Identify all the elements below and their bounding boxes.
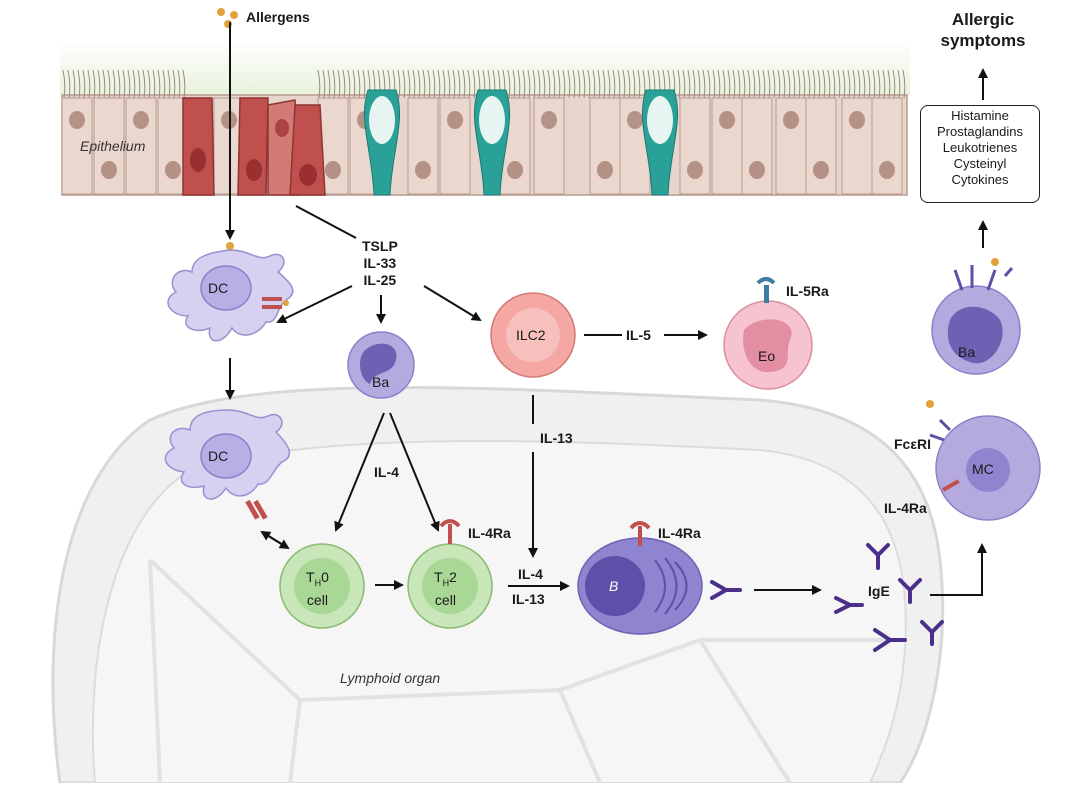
epithelial-cell [407,97,439,195]
epithelial-nucleus [813,161,829,179]
th0-cell-word: cell [306,591,328,608]
alarmin-il33: IL-33 [363,255,397,271]
goblet-mucus [647,96,673,144]
epithelial-cell [679,97,711,195]
mediator-item: Histamine [951,108,1009,123]
lymphoid-organ-label: Lymphoid organ [340,670,441,686]
mediator-item: Cytokines [951,172,1009,187]
epithelial-cell [805,97,837,195]
epithelial-nucleus [749,161,765,179]
epithelial-cell [871,97,903,195]
epithelial-cell [61,97,93,195]
ige-antibodies [710,543,944,652]
il4ra-b-label: IL-4Ra [658,525,701,541]
mediator-item: Cysteinyl [953,156,1007,171]
symptoms-line1: Allergic [951,10,1015,29]
ilc2-cell [490,292,576,378]
eosinophil [723,277,813,390]
dc-label-bottom: DC [208,448,229,464]
epithelial-nucleus [541,111,557,129]
il4ra-th2-label: IL-4Ra [468,525,511,541]
ige-label: IgE [868,583,890,599]
th0-cell [279,543,365,629]
il13-b-label: IL-13 [512,591,545,607]
epithelial-nucleus [879,161,895,179]
il4ra-mc-label: IL-4Ra [884,500,927,516]
t-letter: T [434,569,443,585]
lymphoid-organ [51,386,945,785]
mediator-item: Prostaglandins [937,124,1023,139]
th2-cell [407,519,493,629]
goblet-mucus [369,96,395,144]
ilc2-label: ILC2 [516,327,546,343]
mediator-item: Leukotrienes [942,140,1018,155]
alarmin-il25: IL-25 [363,272,397,288]
th0-label: TH0 cell [306,569,329,609]
allergens-label: Allergens [246,9,310,25]
il5-label: IL-5 [626,327,651,343]
eosinophil-label: Eo [758,348,776,364]
epithelial-nucleus [447,111,463,129]
epithelial-nucleus [325,161,341,179]
epithelial-nucleus [597,161,613,179]
epithelium-label: Epithelium [80,138,146,154]
symptoms-line2: symptoms [940,31,1026,50]
goblet-mucus [479,96,505,144]
symptoms-title: Allergic symptoms [920,9,1046,51]
mediators-box: Histamine Prostaglandins Leukotrienes Cy… [920,105,1040,203]
epithelial-nucleus [69,111,85,129]
dc-label-top: DC [208,280,229,296]
epithelial-nucleus [783,111,799,129]
fceri-label: FcεRI [894,436,931,452]
epithelial-nucleus [507,161,523,179]
epithelial-nucleus [415,161,431,179]
activated-basophil [931,258,1021,375]
t-letter: T [306,569,315,585]
il13-label: IL-13 [540,430,573,446]
basophil-label: Ba [372,374,390,390]
cilia [62,69,906,99]
il4-label: IL-4 [374,464,399,480]
epithelial-nucleus [627,111,643,129]
alarmins-label: TSLP IL-33 IL-25 [362,238,398,289]
arrows [225,22,988,596]
alarmin-tslp: TSLP [362,238,398,254]
epithelial-cell [741,97,773,195]
h-subscript: H [442,577,450,588]
epithelial-nucleus [165,161,181,179]
th2-cell-word: cell [434,591,456,608]
mast-cell-label: MC [972,461,994,477]
th0-number: 0 [321,569,329,585]
epithelium-layer [60,40,910,196]
inflamed-cell [182,97,215,196]
dendritic-cell-top [167,249,294,342]
basophil-right-label: Ba [958,344,976,360]
epithelial-nucleus [719,111,735,129]
dendritic-cell-bottom [164,409,291,520]
il5ra-label: IL-5Ra [786,283,829,299]
il4-b-label: IL-4 [518,566,543,582]
epithelial-nucleus [687,161,703,179]
th2-number: 2 [449,569,457,585]
epithelial-nucleus [101,161,117,179]
basophil [347,331,415,399]
th2-label: TH2 cell [434,569,457,609]
mast-cell [926,400,1041,521]
b-cell [577,521,703,635]
epithelial-cell [589,97,621,195]
b-cell-label: B [609,578,619,594]
epithelial-nucleus [849,111,865,129]
epithelial-nucleus [133,111,149,129]
h-subscript: H [314,577,322,588]
